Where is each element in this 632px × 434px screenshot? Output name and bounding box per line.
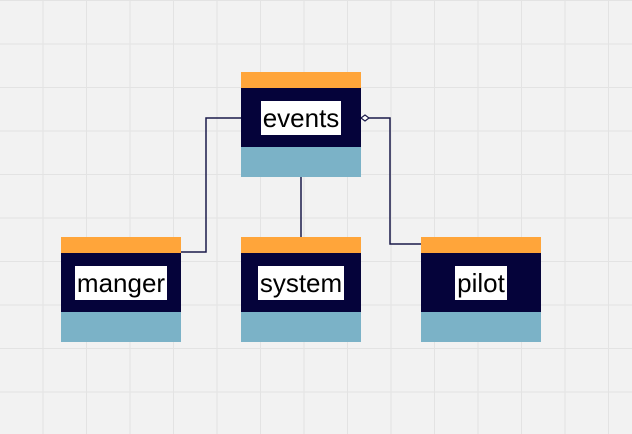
- connector-events-pilot[interactable]: [369, 117, 421, 245]
- entity-body-band: system: [241, 253, 361, 312]
- entity-footer-band: [421, 312, 541, 342]
- entity-footer-band: [241, 312, 361, 342]
- entity-body-band: pilot: [421, 253, 541, 312]
- entity-header-band: [61, 237, 181, 253]
- entity-header-band: [241, 237, 361, 253]
- entity-label[interactable]: pilot: [455, 265, 507, 300]
- entity-events[interactable]: events: [241, 72, 361, 177]
- entity-system[interactable]: system: [241, 237, 361, 342]
- entity-footer-band: [241, 147, 361, 177]
- entity-manger[interactable]: manger: [61, 237, 181, 342]
- entity-header-band: [241, 72, 361, 88]
- entity-header-band: [421, 237, 541, 253]
- entity-pilot[interactable]: pilot: [421, 237, 541, 342]
- entity-label[interactable]: events: [260, 100, 342, 135]
- entity-label[interactable]: manger: [74, 265, 168, 300]
- entity-body-band: manger: [61, 253, 181, 312]
- entity-label[interactable]: system: [257, 265, 345, 300]
- entity-footer-band: [61, 312, 181, 342]
- connector-events-manger[interactable]: [121, 117, 241, 253]
- entity-body-band: events: [241, 88, 361, 147]
- aggregation-diamond-icon: [360, 114, 370, 122]
